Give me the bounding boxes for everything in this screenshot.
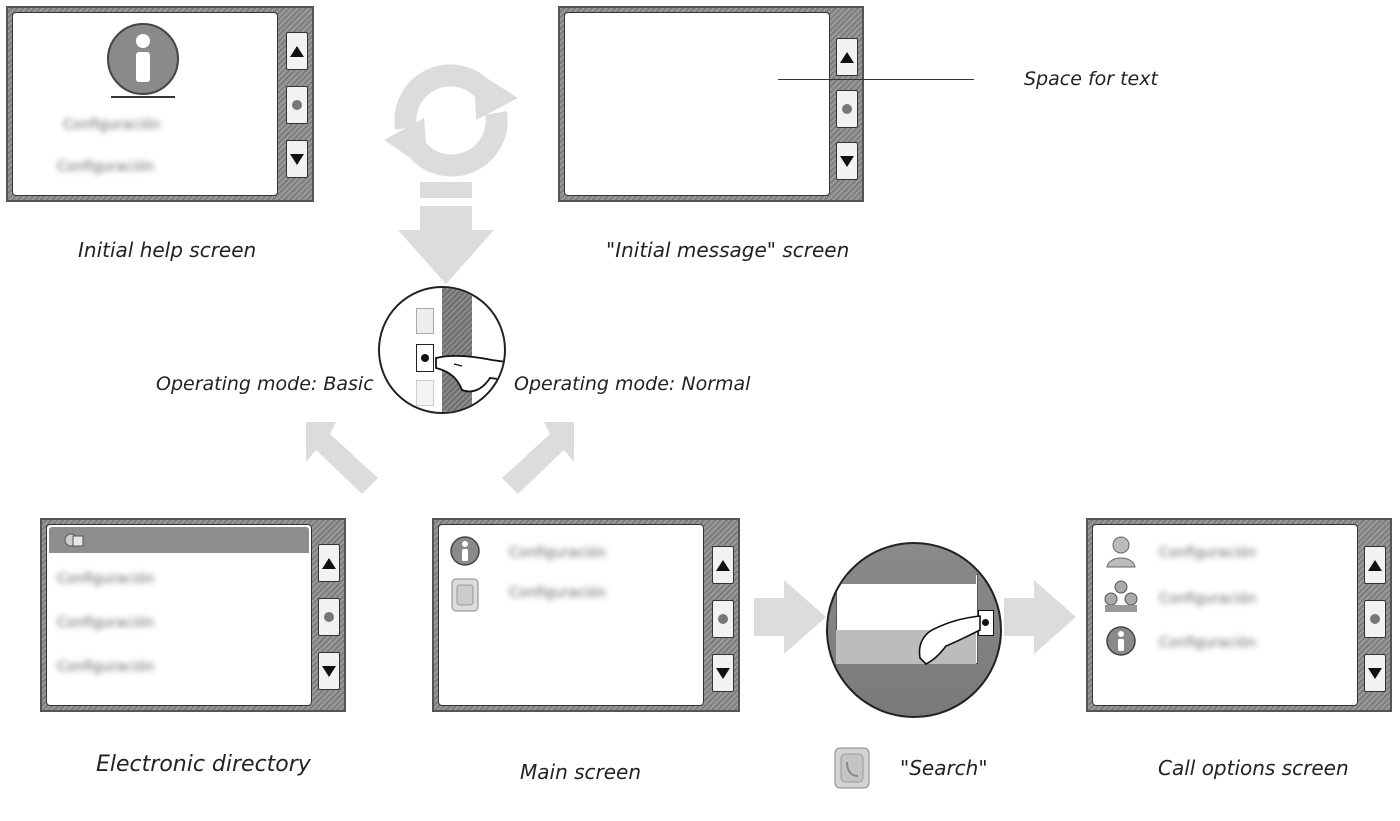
main-entry-1: Configuración	[509, 545, 607, 561]
dot-icon	[1370, 614, 1380, 624]
call-option-3: Configuración	[1159, 635, 1257, 651]
caption-space-for-text: Space for text	[1024, 68, 1158, 90]
directory-entry-1: Configuración	[57, 571, 155, 587]
directory-entry-3: Configuración	[57, 659, 155, 675]
main-screen-device: Configuración Configuración	[432, 518, 740, 712]
triangle-up-icon	[1368, 559, 1382, 571]
triangle-up-icon	[840, 51, 854, 63]
info-icon	[107, 23, 179, 98]
caption-main-screen: Main screen	[520, 760, 642, 784]
caption-mode-normal: Operating mode: Normal	[514, 373, 751, 395]
select-button[interactable]	[836, 90, 858, 128]
triangle-up-icon	[716, 559, 730, 571]
button-magnifier-circle	[378, 286, 506, 414]
magnifier-down-button	[416, 380, 434, 406]
finger-press-icon	[435, 354, 504, 393]
directory-header-bar	[49, 527, 309, 553]
initial-help-device: Configuración Configuración	[6, 6, 314, 202]
caption-initial-help: Initial help screen	[78, 238, 257, 262]
phone-book-icon	[834, 747, 870, 789]
dot-icon	[842, 104, 852, 114]
triangle-down-icon	[1368, 667, 1382, 679]
contact-icon	[1106, 536, 1136, 568]
group-icon	[1104, 580, 1138, 612]
caption-search: "Search"	[900, 756, 988, 780]
select-button[interactable]	[712, 600, 734, 638]
phone-book-icon	[451, 578, 479, 612]
scroll-up-button[interactable]	[836, 38, 858, 76]
main-display: Configuración Configuración	[438, 524, 704, 706]
directory-icon	[64, 533, 84, 547]
scroll-up-button[interactable]	[712, 546, 734, 584]
electronic-directory-device: Configuración Configuración Configuració…	[40, 518, 346, 712]
triangle-down-icon	[716, 667, 730, 679]
caption-call-options: Call options screen	[1158, 756, 1349, 780]
call-option-1: Configuración	[1159, 545, 1257, 561]
finger-press-icon	[918, 615, 981, 665]
triangle-down-icon	[322, 665, 336, 677]
dot-icon	[324, 612, 334, 622]
search-magnifier-circle	[826, 542, 1002, 718]
scroll-down-button[interactable]	[1364, 654, 1386, 692]
triangle-down-icon	[290, 153, 304, 165]
select-button[interactable]	[286, 86, 308, 124]
call-option-2: Configuración	[1159, 591, 1257, 607]
space-for-text-leader-line	[778, 79, 974, 80]
search-mag-topbar	[836, 574, 976, 584]
dot-icon	[718, 614, 728, 624]
directory-entry-2: Configuración	[57, 615, 155, 631]
triangle-down-icon	[840, 155, 854, 167]
dot-icon	[292, 100, 302, 110]
down-arrow-icon	[398, 182, 494, 284]
dot-icon	[982, 619, 989, 626]
refresh-cycle-icon	[384, 64, 518, 177]
directory-display: Configuración Configuración Configuració…	[46, 524, 312, 706]
initial-message-display	[564, 12, 830, 196]
select-button[interactable]	[318, 598, 340, 636]
right-arrow-icon	[754, 580, 826, 654]
scroll-down-button[interactable]	[836, 142, 858, 180]
caption-electronic-directory: Electronic directory	[96, 752, 311, 777]
dot-icon	[421, 354, 429, 362]
info-icon	[450, 536, 480, 566]
call-options-display: Configuración Configuración Configuració…	[1092, 524, 1358, 706]
initial-help-display: Configuración Configuración	[12, 12, 278, 196]
help-entry-1: Configuración	[63, 117, 161, 133]
initial-message-device	[558, 6, 864, 202]
triangle-up-icon	[290, 45, 304, 57]
magnifier-up-button	[416, 308, 434, 334]
diagonal-arrow-basic	[306, 422, 378, 494]
triangle-up-icon	[322, 557, 336, 569]
scroll-up-button[interactable]	[1364, 546, 1386, 584]
caption-mode-basic: Operating mode: Basic	[156, 373, 374, 395]
scroll-up-button[interactable]	[318, 544, 340, 582]
select-button[interactable]	[1364, 600, 1386, 638]
call-options-device: Configuración Configuración Configuració…	[1086, 518, 1392, 712]
scroll-down-button[interactable]	[286, 140, 308, 178]
diagonal-arrow-normal	[502, 422, 574, 494]
right-arrow-icon	[1004, 580, 1076, 654]
main-entry-2: Configuración	[509, 585, 607, 601]
info-icon	[1106, 626, 1136, 656]
magnifier-select-button	[416, 344, 434, 372]
help-entry-2: Configuración	[57, 159, 155, 175]
scroll-down-button[interactable]	[318, 652, 340, 690]
scroll-down-button[interactable]	[712, 654, 734, 692]
scroll-up-button[interactable]	[286, 32, 308, 70]
caption-initial-message: "Initial message" screen	[606, 238, 850, 262]
